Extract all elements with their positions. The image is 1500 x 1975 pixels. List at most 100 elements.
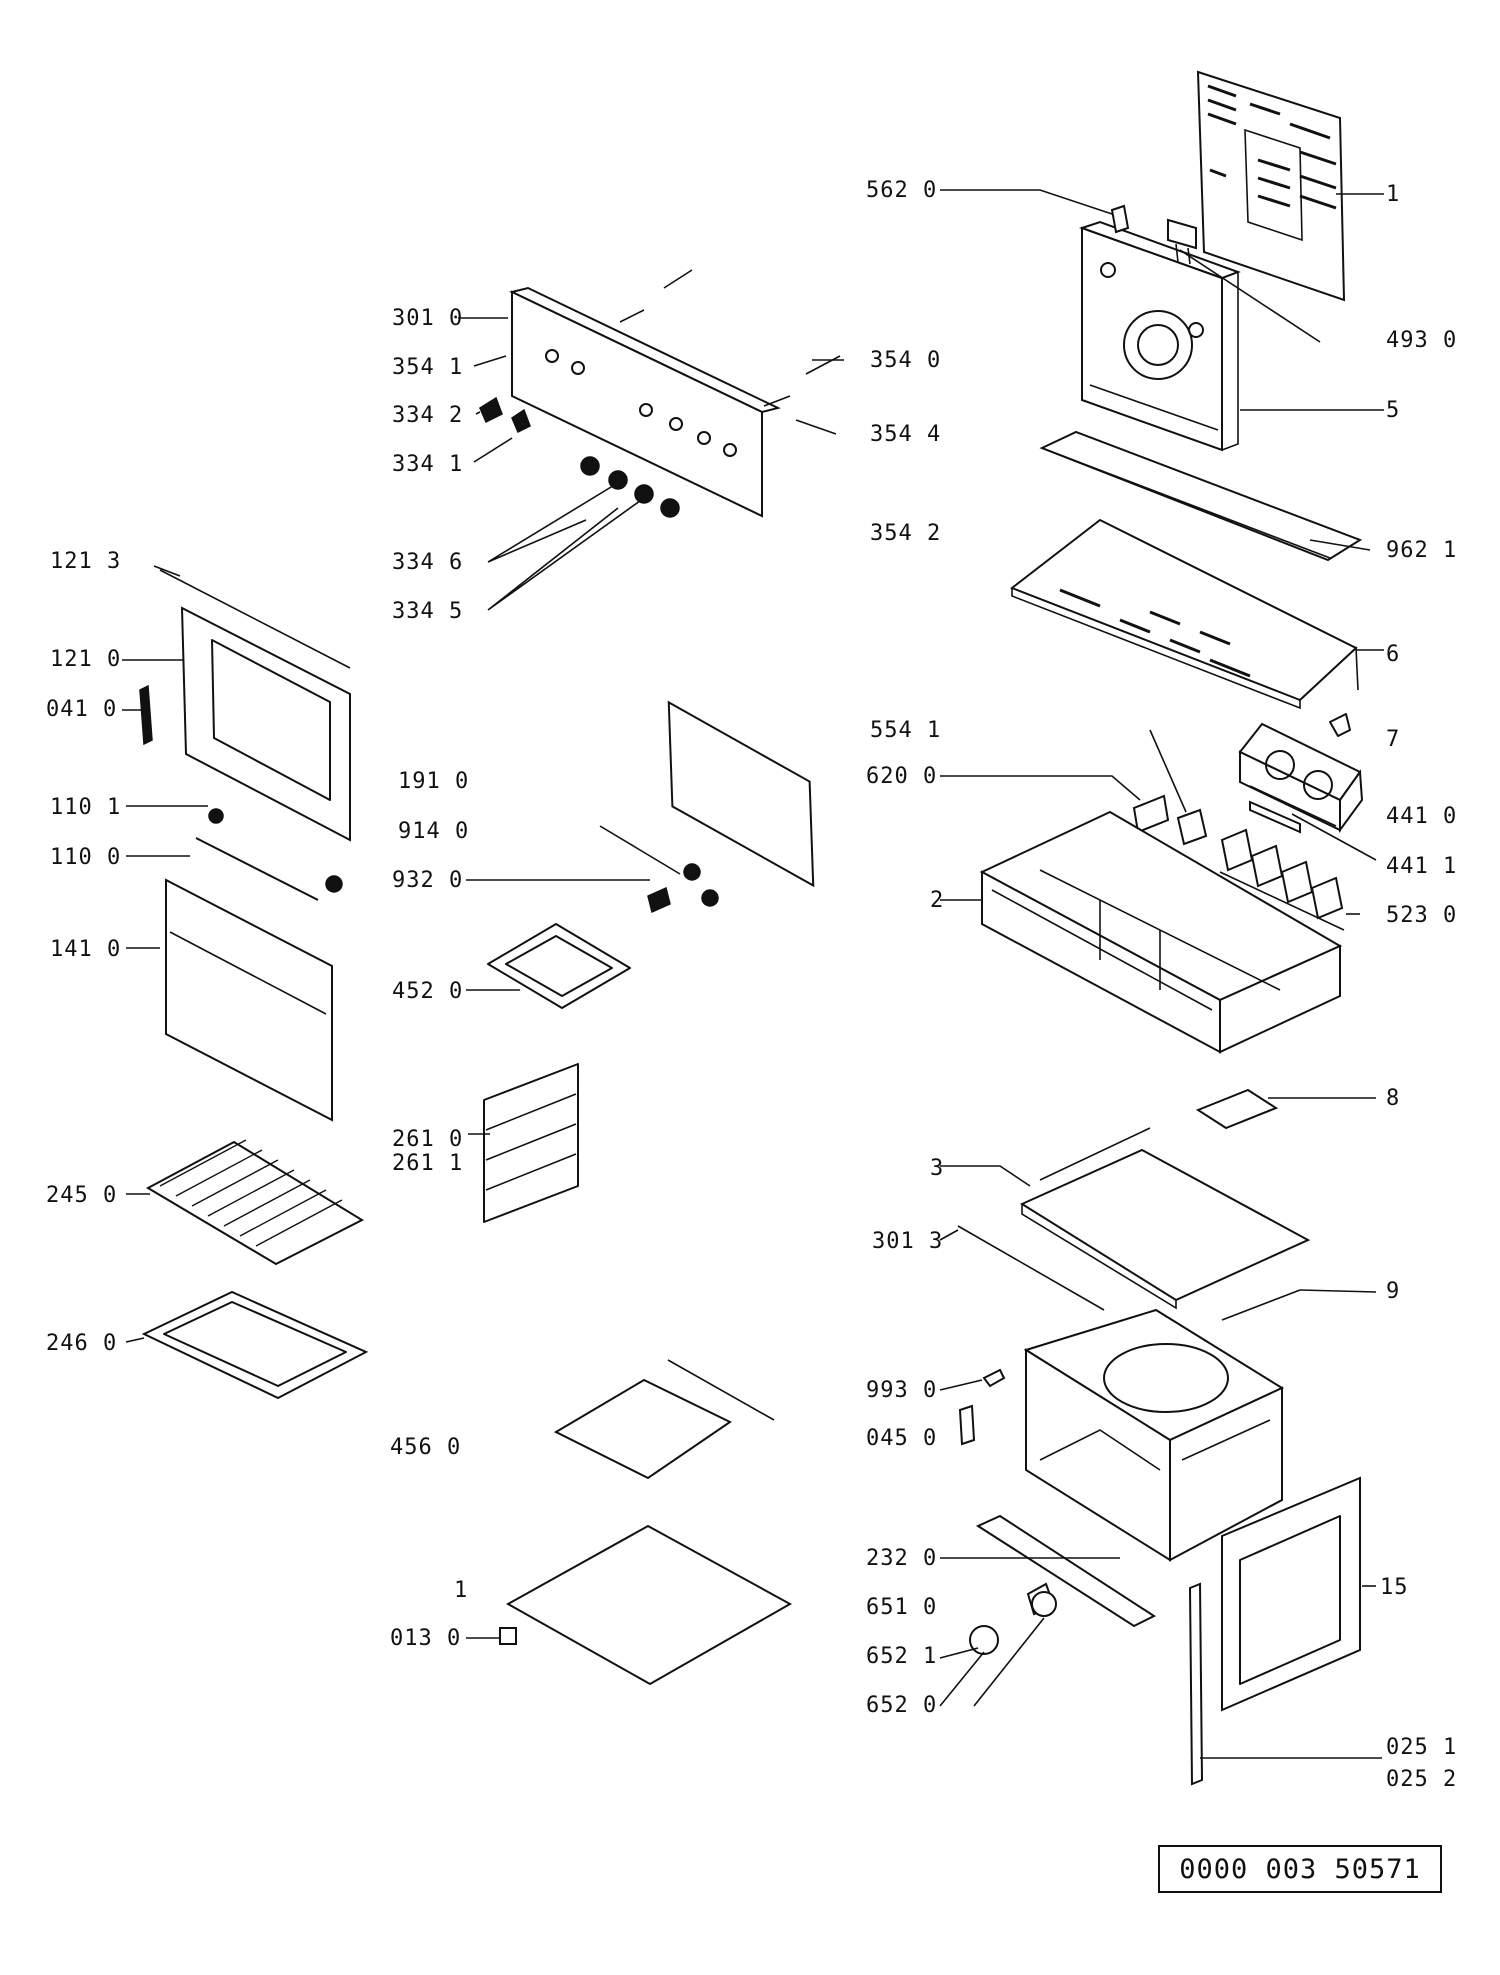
rod-9: [1221, 1289, 1301, 1321]
label-652-1: 652 1: [866, 1644, 937, 1669]
label-1-bottom: 1: [454, 1578, 468, 1603]
shelf-guides-261: [483, 1063, 579, 1223]
label-041-0: 041 0: [46, 697, 117, 722]
label-232-0: 232 0: [866, 1546, 937, 1571]
label-354-2: 354 2: [870, 521, 941, 546]
label-141-0: 141 0: [50, 937, 121, 962]
label-354-0: 354 0: [870, 348, 941, 373]
knobs-334-5-6: [580, 456, 680, 518]
hinge-bar-025: [1188, 1582, 1204, 1786]
part-labels: 562 0 493 0 1 301 0 354 1 354 0 334 2 35…: [46, 178, 1457, 1792]
label-7: 7: [1386, 727, 1400, 752]
label-121-0: 121 0: [50, 647, 121, 672]
label-354-4: 354 4: [870, 422, 941, 447]
label-562-0: 562 0: [866, 178, 937, 203]
document-number: 0000 003 50571: [1179, 1853, 1421, 1885]
lamp-fitting-7: [1329, 713, 1351, 737]
label-261-0: 261 0: [392, 1127, 463, 1152]
label-2: 2: [930, 888, 944, 913]
foot-013-0: [499, 1627, 517, 1645]
label-191-0: 191 0: [398, 769, 469, 794]
spindle-mid: [619, 309, 645, 323]
terminal-strip-441-1: [1249, 800, 1301, 834]
label-245-0: 245 0: [46, 1183, 117, 1208]
base-trim: [975, 1514, 1157, 1628]
label-025-2: 025 2: [1386, 1767, 1457, 1792]
knob-652-b: [1031, 1591, 1057, 1617]
door-glass-141-0: [165, 878, 333, 1122]
label-334-5: 334 5: [392, 599, 463, 624]
label-261-1: 261 1: [392, 1151, 463, 1176]
document-number-box: 0000 003 50571: [1158, 1845, 1442, 1893]
label-110-0: 110 0: [50, 845, 121, 870]
label-301-0: 301 0: [392, 306, 463, 331]
spindle-354-4: [763, 395, 791, 407]
light-socket: [1110, 204, 1130, 234]
oven-cavity: [1023, 1308, 1285, 1562]
hinge-110-0: [195, 837, 343, 901]
label-334-6: 334 6: [392, 550, 463, 575]
label-962-1: 962 1: [1386, 538, 1457, 563]
label-013-0: 013 0: [390, 1626, 461, 1651]
spindle-354-0: [805, 355, 841, 375]
label-456-0: 456 0: [390, 1435, 461, 1460]
label-045-0: 045 0: [866, 1426, 937, 1451]
lamp-914-0: [683, 863, 701, 881]
label-246-0: 246 0: [46, 1331, 117, 1356]
label-523-0: 523 0: [1386, 903, 1457, 928]
knob-334-1: [511, 408, 531, 434]
door-seal-121-3: [159, 569, 351, 669]
bracket-045: [958, 1404, 976, 1446]
hinge-110-1: [208, 808, 224, 824]
screw-993: [982, 1368, 1006, 1388]
spindle-354-top: [663, 269, 693, 289]
grill-element-452-0: [487, 923, 631, 1009]
label-121-3: 121 3: [50, 549, 121, 574]
label-441-0: 441 0: [1386, 804, 1457, 829]
control-housing-frame: [979, 810, 1343, 1054]
selector-switches-523: [1219, 828, 1345, 931]
label-620-0: 620 0: [866, 764, 937, 789]
knob-652-a: [969, 1625, 999, 1655]
control-bar: [509, 286, 781, 518]
label-5: 5: [1386, 398, 1400, 423]
label-334-1: 334 1: [392, 452, 463, 477]
rear-wiring-panel: [1196, 70, 1346, 302]
control-panel-plate: [1009, 518, 1359, 710]
label-9: 9: [1386, 1279, 1400, 1304]
bottom-panel: [505, 1524, 793, 1686]
label-652-0: 652 0: [866, 1693, 937, 1718]
rail-8: [1195, 1088, 1279, 1130]
grid-shelf-245-0: [145, 1139, 365, 1266]
thermostat-620: [1132, 794, 1170, 834]
label-651-0: 651 0: [866, 1595, 937, 1620]
label-025-1: 025 1: [1386, 1735, 1457, 1760]
label-354-1: 354 1: [392, 355, 463, 380]
timer-module: [1238, 722, 1364, 834]
side-frame-door: [1221, 1476, 1361, 1712]
top-cover-sheet: [1019, 1127, 1311, 1310]
label-3: 3: [930, 1156, 944, 1181]
baking-tray-246-0: [141, 1290, 369, 1400]
label-1: 1: [1386, 182, 1400, 207]
leader-lines: [122, 189, 1384, 1759]
knob-334-2: [479, 396, 503, 424]
label-932-0: 932 0: [392, 868, 463, 893]
seal-strip: [1039, 430, 1363, 562]
label-554-1: 554 1: [870, 718, 941, 743]
label-914-0: 914 0: [398, 819, 469, 844]
heating-rod: [957, 1225, 1105, 1311]
rear-fan-wall: [1078, 220, 1241, 452]
label-15: 15: [1380, 1575, 1409, 1600]
label-110-1: 110 1: [50, 795, 121, 820]
label-441-1: 441 1: [1386, 854, 1457, 879]
label-993-0: 993 0: [866, 1378, 937, 1403]
handle-041-0: [139, 684, 153, 746]
switch-554: [1176, 808, 1208, 846]
liner-456-0: [553, 1359, 775, 1480]
label-452-0: 452 0: [392, 979, 463, 1004]
door-frame-121-0: [180, 606, 351, 842]
label-6: 6: [1386, 642, 1400, 667]
